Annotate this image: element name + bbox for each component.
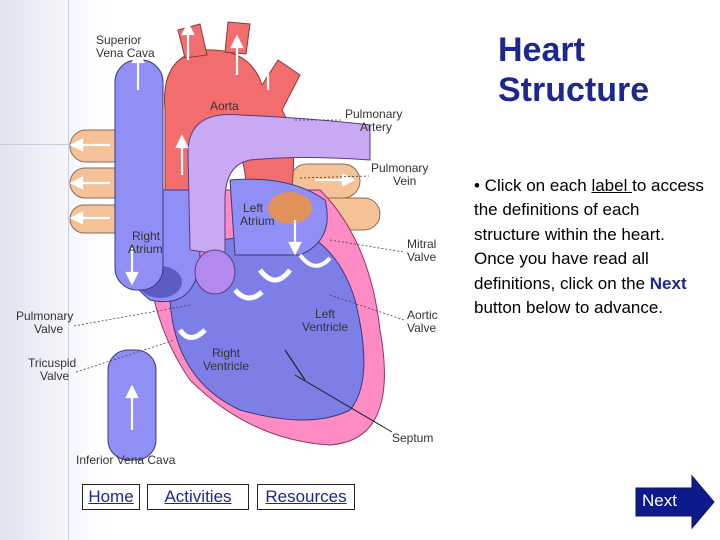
heart-illustration [69,21,385,461]
instructions-label-word: label [591,176,633,195]
resources-button[interactable]: Resources [257,484,355,510]
label-aorta[interactable]: Aorta [210,99,239,113]
next-button[interactable]: Next [632,474,716,530]
instructions-next-word: Next [649,273,687,293]
label-septum[interactable]: Septum [392,431,433,445]
next-arrow-icon [635,474,715,530]
instructions-text: • Click on each label to access the defi… [474,176,704,318]
leader-lines [73,119,405,373]
activities-button[interactable]: Activities [147,484,249,510]
septum-leader-line [294,374,393,433]
label-inferior-vena-cava[interactable]: Inferior Vena Cava [76,453,176,467]
decorative-horizontal-line [0,144,70,145]
next-button-label: Next [642,491,677,510]
home-button[interactable]: Home [82,484,140,510]
decorative-vertical-line [68,0,69,540]
